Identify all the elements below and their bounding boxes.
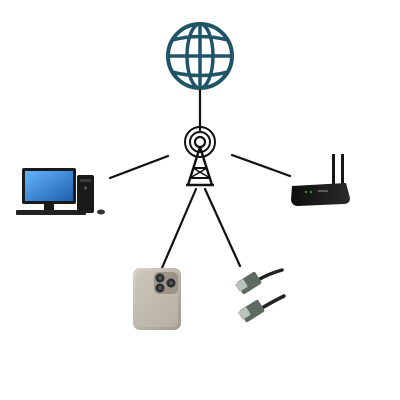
link-tower-smartphone <box>160 187 198 270</box>
desktop-computer-icon <box>16 168 105 215</box>
wifi-router-icon <box>291 154 350 206</box>
antenna-tower-icon <box>184 126 216 187</box>
link-tower-ethernet <box>203 187 242 268</box>
ethernet-cable-icon <box>235 268 286 323</box>
smartphone-icon <box>133 268 181 330</box>
globe-icon <box>166 22 234 90</box>
links-layer <box>108 84 292 270</box>
link-tower-desktop <box>108 154 170 180</box>
link-tower-router <box>230 153 292 178</box>
